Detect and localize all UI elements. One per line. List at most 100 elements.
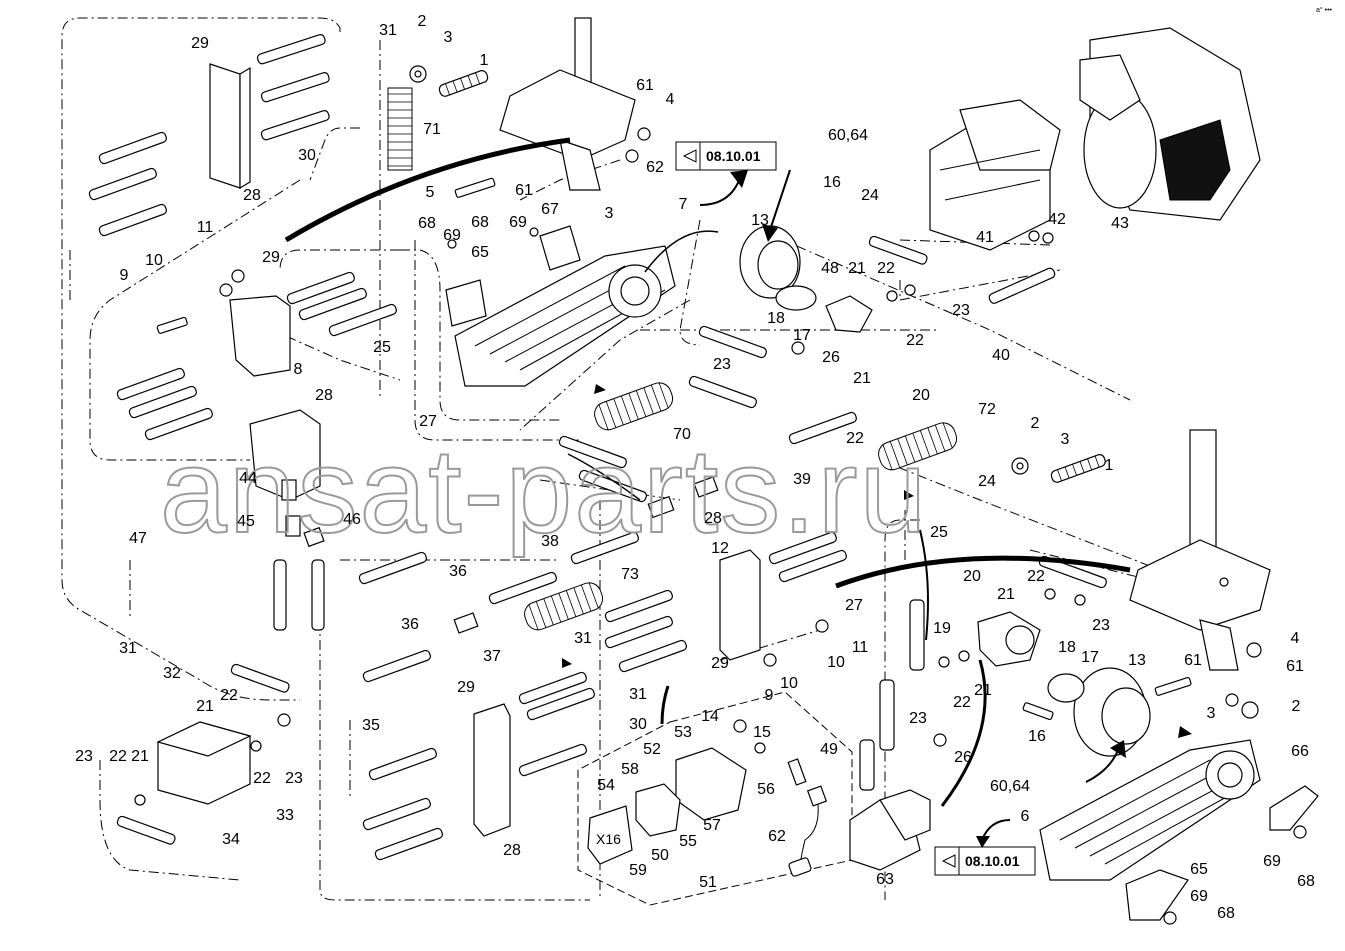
callout-label: 4 (1291, 630, 1300, 647)
callout-label: 59 (629, 862, 647, 879)
callout-label: 22 (1027, 568, 1045, 585)
callout-label: 22 (877, 260, 895, 277)
callout-label: 28 (704, 510, 722, 527)
hydraulic-pumps (929, 27, 1261, 251)
callout-label: 68 (1297, 873, 1315, 890)
callout-label: 16 (823, 174, 841, 191)
callout-label: 51 (699, 874, 717, 891)
callout-label: 39 (793, 471, 811, 488)
callout-label: 32 (163, 665, 181, 682)
callout-label: 63 (876, 871, 894, 888)
callout-label: 6 (1021, 808, 1030, 825)
callout-label: 5 (426, 184, 435, 201)
callout-label: 26 (822, 349, 840, 366)
callout-label: 73 (621, 566, 639, 583)
callout-label: 3 (444, 29, 453, 46)
callout-label: 68 (418, 215, 436, 232)
callout-label: 12 (711, 540, 729, 557)
reference-tag-bottom[interactable]: 08.10.01 (934, 846, 1036, 876)
callout-label: 43 (1111, 215, 1129, 232)
hose-routing-lines (61, 17, 1161, 901)
callout-label: 31 (574, 630, 592, 647)
callout-label: 69 (443, 227, 461, 244)
callout-label: 62 (768, 828, 786, 845)
callout-label: 40 (992, 347, 1010, 364)
callout-label: 21 (848, 260, 866, 277)
watermark: ansat-parts.ru (160, 424, 928, 558)
callout-label: 68 (1217, 905, 1235, 922)
callout-label: 13 (751, 212, 769, 229)
callout-label: 28 (243, 187, 261, 204)
callout-label: 22 (109, 748, 127, 765)
callout-label: 23 (713, 356, 731, 373)
callout-label: 9 (765, 687, 774, 704)
box-label: X16 (596, 831, 621, 847)
callout-label: 67 (541, 201, 559, 218)
callout-label: 33 (276, 807, 294, 824)
callout-label: 23 (1092, 617, 1110, 634)
callout-label: 69 (509, 214, 527, 231)
callout-label: 37 (483, 648, 501, 665)
callout-label: 19 (933, 620, 951, 637)
callout-label: 27 (419, 413, 437, 430)
hydraulic-hoses (88, 34, 1107, 861)
callout-label: 3 (1061, 431, 1070, 448)
callout-label: 42 (1048, 211, 1066, 228)
callout-label: 17 (793, 327, 811, 344)
callout-label: 2 (1031, 415, 1040, 432)
callout-label: 58 (621, 761, 639, 778)
callout-label: 20 (963, 568, 981, 585)
callout-label: 2 (1292, 698, 1301, 715)
callout-label: 25 (373, 339, 391, 356)
callout-label: 28 (503, 842, 521, 859)
callout-label: 49 (820, 741, 838, 758)
callout-label: 69 (1263, 853, 1281, 870)
callout-label: 1 (1105, 457, 1114, 474)
callout-label: 71 (423, 121, 441, 138)
callout-label: 14 (701, 708, 719, 725)
callout-label: 2 (418, 13, 427, 30)
callout-label: 46 (343, 511, 361, 528)
callout-label: 50 (651, 847, 669, 864)
electrical-parts: X16 (587, 747, 931, 877)
callout-label: 22 (220, 687, 238, 704)
callout-label: 22 (846, 430, 864, 447)
springs (387, 87, 958, 631)
callout-label: 18 (1058, 639, 1076, 656)
callout-label: 13 (1128, 652, 1146, 669)
callout-label: 15 (753, 724, 771, 741)
callout-label: 20 (912, 387, 930, 404)
callout-label: 47 (129, 530, 147, 547)
callout-label: 23 (952, 302, 970, 319)
callout-label: 10 (780, 675, 798, 692)
callout-label: 36 (401, 616, 419, 633)
callout-label: 29 (262, 249, 280, 266)
manifold-blocks (156, 63, 761, 837)
callout-label: 22 (906, 332, 924, 349)
t-fittings (281, 476, 719, 634)
callout-label: 25 (930, 524, 948, 541)
callout-label: 69 (1190, 888, 1208, 905)
callout-label: 52 (643, 741, 661, 758)
callout-label: 21 (853, 370, 871, 387)
reference-tag-top[interactable]: 08.10.01 (675, 141, 777, 171)
callout-label: 22 (253, 770, 271, 787)
callout-label: 3 (1207, 705, 1216, 722)
callout-label: 27 (845, 597, 863, 614)
callout-label: 38 (541, 533, 559, 550)
callout-label: 23 (909, 710, 927, 727)
callout-label: 61 (1286, 658, 1304, 675)
callout-label: 53 (674, 724, 692, 741)
track-assemblies (445, 225, 1319, 921)
corner-mark: a° ••• (1316, 6, 1333, 14)
callout-label: 61 (515, 182, 533, 199)
callout-label: 21 (131, 748, 149, 765)
callout-label: 72 (978, 401, 996, 418)
callout-label: 34 (222, 831, 240, 848)
callout-label: 54 (597, 777, 615, 794)
drive-hubs (739, 225, 1151, 757)
callout-label: 65 (1190, 861, 1208, 878)
callout-label: 36 (449, 563, 467, 580)
callout-label: 60,64 (828, 127, 868, 144)
